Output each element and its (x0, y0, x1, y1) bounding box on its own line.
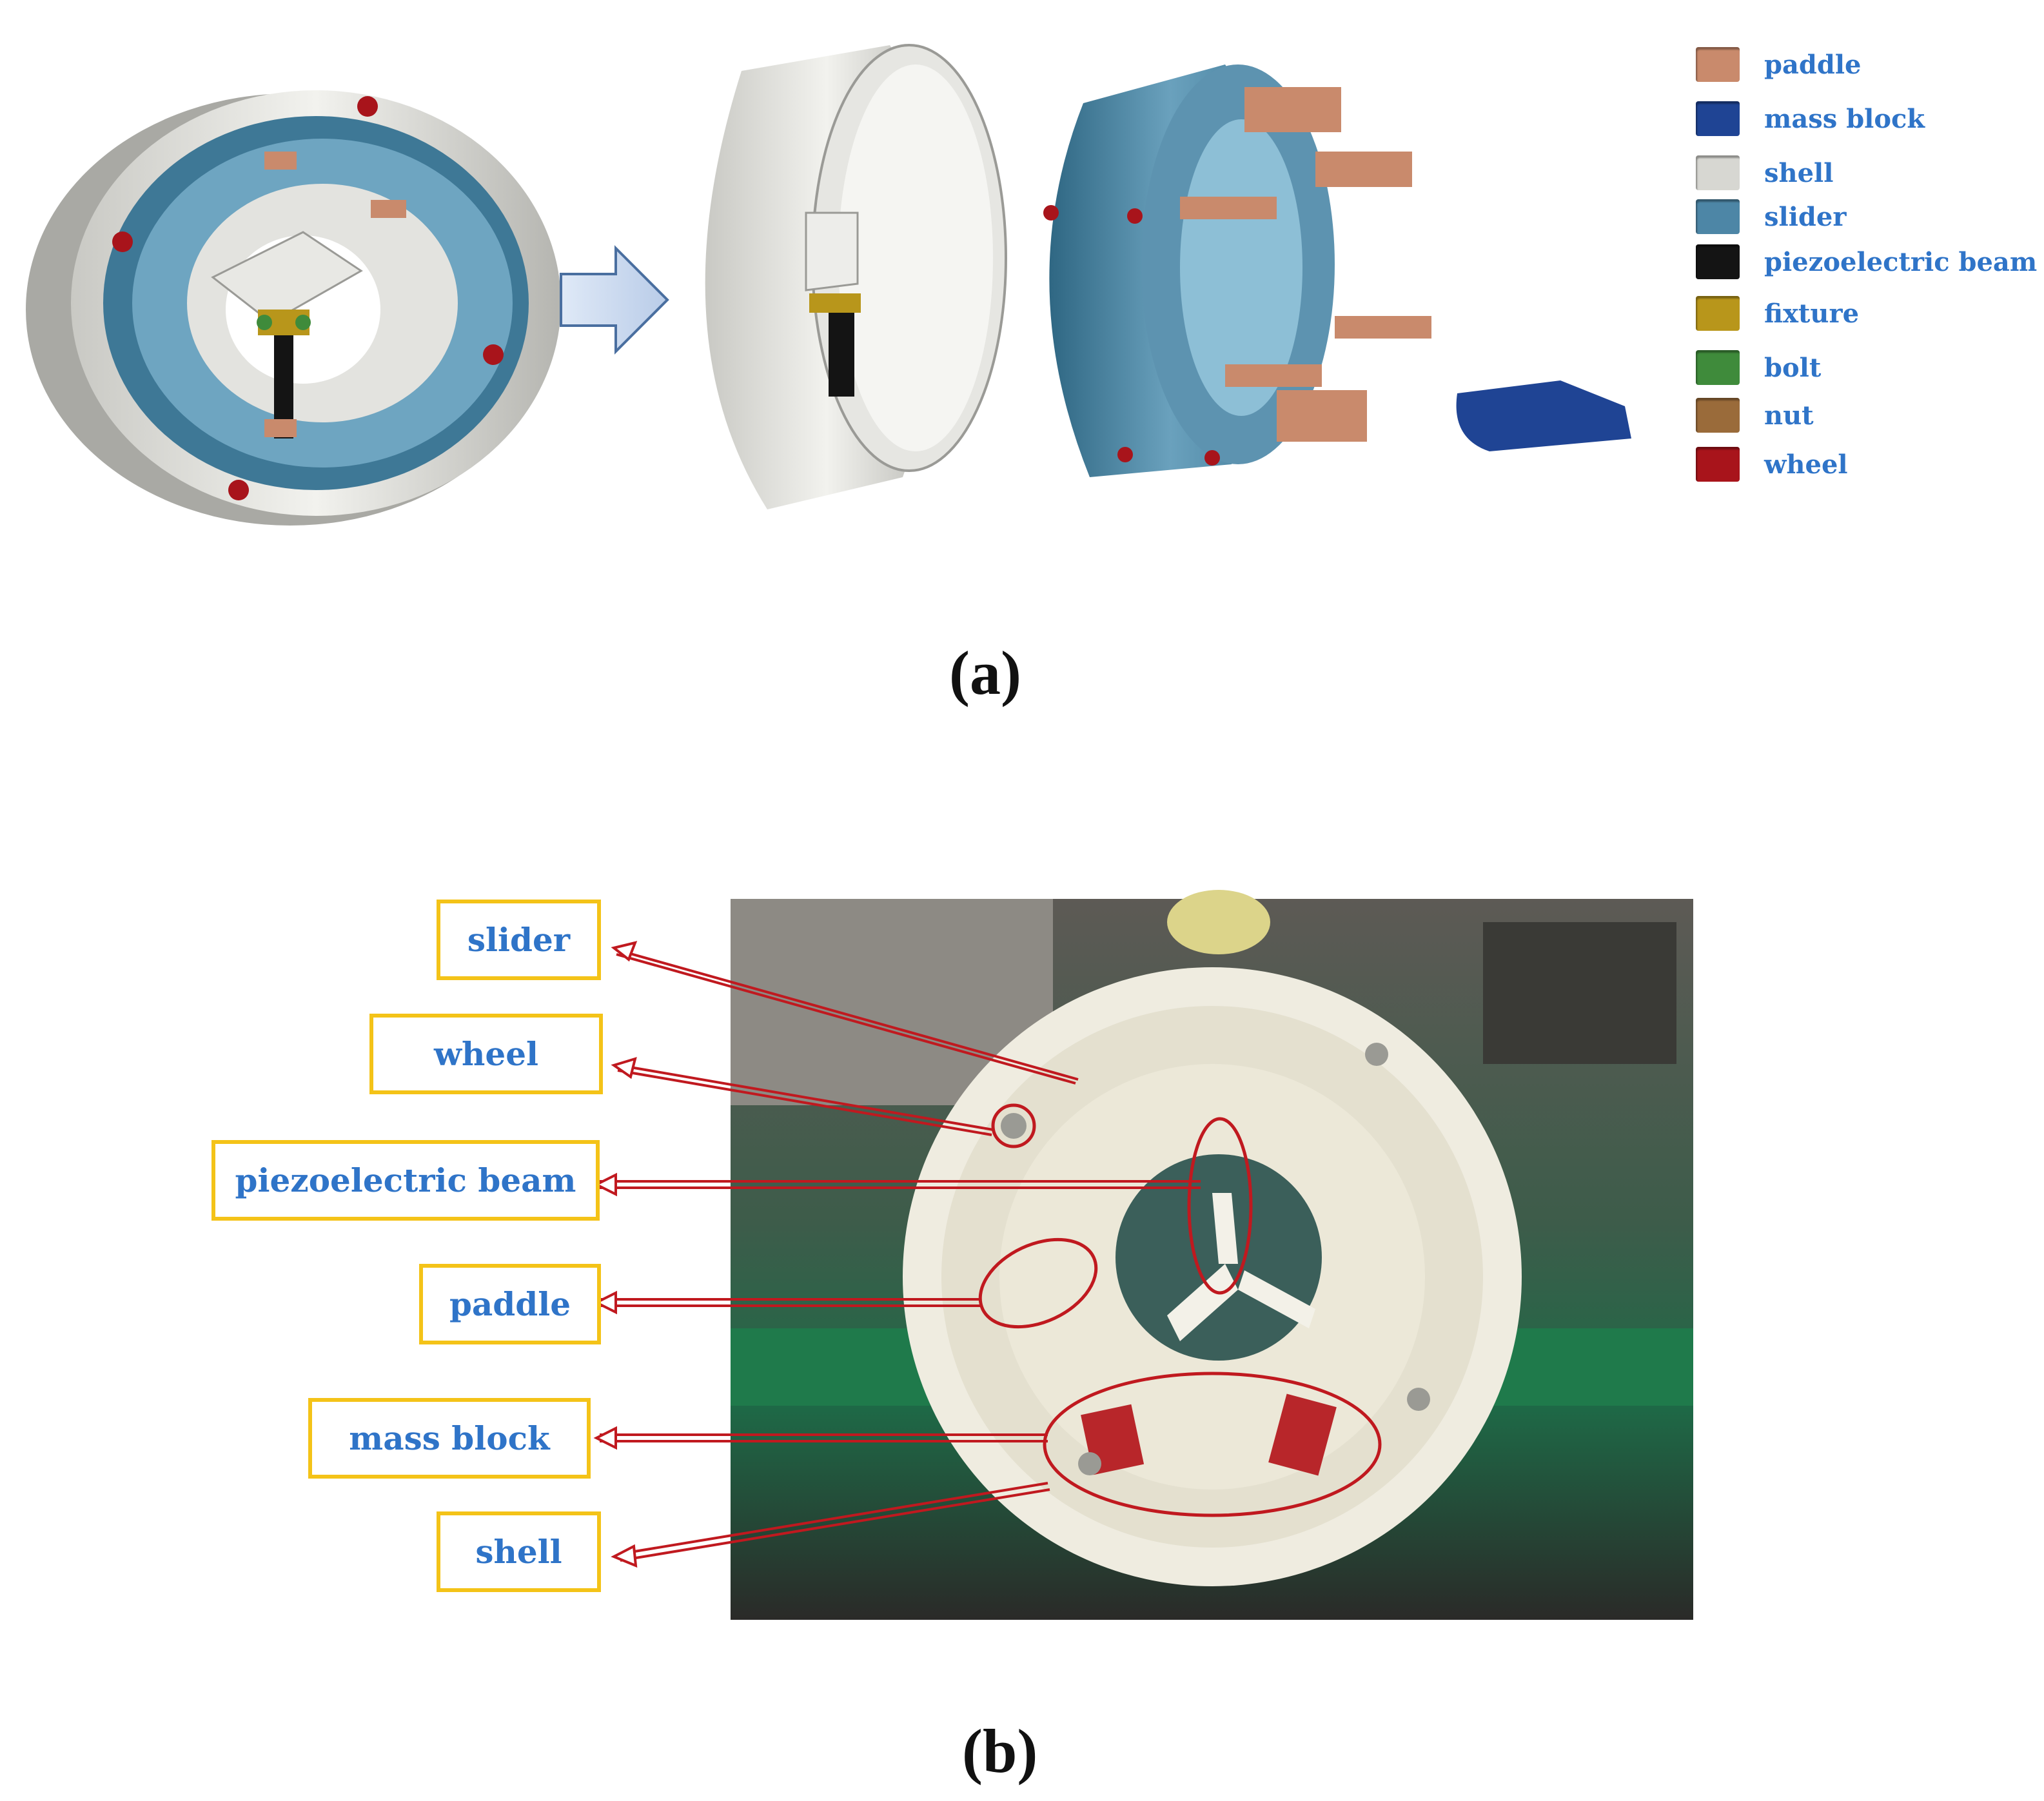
slider-component-render (1043, 64, 1431, 477)
callout-piezoelectric-beam: piezoelectric beam (211, 1140, 600, 1221)
legend-item-fixture: fixture (1696, 294, 1859, 333)
legend-swatch-mass-block (1696, 101, 1740, 136)
legend-label: nut (1764, 400, 1814, 431)
legend-swatch-slider (1696, 199, 1740, 234)
legend-item-mass-block: mass block (1696, 99, 1925, 138)
legend-label: mass block (1764, 103, 1925, 134)
legend-swatch-paddle (1696, 47, 1740, 82)
leader-arrows (593, 941, 1201, 1568)
legend-label: slider (1764, 201, 1847, 232)
legend-label: wheel (1764, 449, 1848, 480)
legend-swatch-fixture (1696, 296, 1740, 331)
callout-mass-block: mass block (308, 1398, 591, 1479)
callout-wheel: wheel (369, 1014, 603, 1094)
callout-paddle: paddle (419, 1264, 601, 1344)
callout-slider: slider (437, 900, 601, 980)
legend-label: paddle (1764, 49, 1862, 80)
panel-label-b: (b) (962, 1717, 1038, 1786)
callout-shell: shell (437, 1511, 601, 1592)
legend-label: fixture (1764, 298, 1860, 329)
legend-item-shell: shell (1696, 153, 1833, 192)
legend-label: bolt (1764, 352, 1822, 383)
legend-swatch-shell (1696, 155, 1740, 190)
prototype-photo (731, 890, 1693, 1620)
legend-item-bolt: bolt (1696, 348, 1821, 387)
assembly-arrow (560, 245, 669, 355)
legend-item-nut: nut (1696, 396, 1814, 435)
legend-item-paddle: paddle (1696, 45, 1861, 84)
legend-swatch-nut (1696, 398, 1740, 433)
legend-swatch-wheel (1696, 447, 1740, 482)
mass-block-render (1456, 380, 1631, 451)
legend-label: shell (1764, 157, 1834, 188)
legend-swatch-piezoelectric-beam (1696, 244, 1740, 279)
legend-item-piezoelectric-beam: piezoelectric beam (1696, 242, 2037, 281)
assembled-device-render (26, 90, 561, 526)
legend-item-wheel: wheel (1696, 445, 1848, 484)
photo-highlights (978, 1103, 1382, 1517)
legend-item-slider: slider (1696, 197, 1846, 236)
shell-component-render (705, 44, 1007, 509)
legend-swatch-bolt (1696, 350, 1740, 385)
legend-label: piezoelectric beam (1764, 246, 2038, 277)
panel-label-a: (a) (949, 638, 1021, 707)
